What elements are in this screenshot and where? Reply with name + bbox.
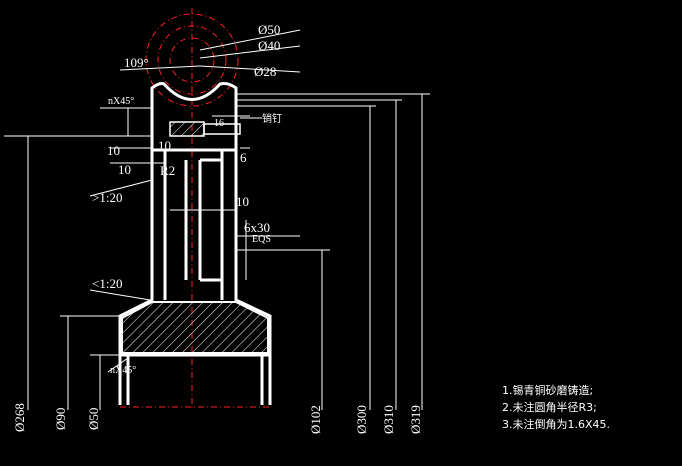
dim-d28: Ø28 xyxy=(254,64,276,79)
note-2: 2.未注圆角半径R3; xyxy=(502,401,597,414)
pin-hatch xyxy=(169,121,205,137)
dim-d319: Ø319 xyxy=(408,405,423,434)
dim-ten-b: 10 xyxy=(118,162,131,177)
note-3: 3.未注倒角为1.6X45. xyxy=(502,418,611,431)
leader-d28 xyxy=(199,65,301,73)
leader-chamfer-bottom xyxy=(107,357,129,373)
note-1: 1.锡青铜砂磨铸造; xyxy=(502,384,594,397)
dim-radius: R2 xyxy=(160,163,175,178)
dimension-lines xyxy=(4,29,430,410)
dim-d300: Ø300 xyxy=(354,405,369,434)
dim-taper-top: >1:20 xyxy=(92,190,122,205)
leader-angle xyxy=(119,65,201,71)
web-slot-caps xyxy=(200,158,222,282)
part-outline xyxy=(118,82,272,405)
leader-d40 xyxy=(199,45,301,59)
dim-sixteen: 16 xyxy=(214,118,224,129)
hub-hatch xyxy=(121,301,269,354)
dim-d102: Ø102 xyxy=(308,405,323,434)
dim-ten-c: 10 xyxy=(158,138,171,153)
dim-d50-bottom: Ø50 xyxy=(86,408,101,430)
leader-d50 xyxy=(199,29,301,51)
dim-chamfer-top: nX45° xyxy=(108,96,134,107)
dim-d50: Ø50 xyxy=(258,22,280,37)
hub-upper xyxy=(150,108,238,152)
circle-d50 xyxy=(145,13,239,107)
dim-d268: Ø268 xyxy=(12,403,27,432)
dim-d310: Ø310 xyxy=(381,405,396,434)
dim-ten-a: 10 xyxy=(107,143,120,158)
rim-top xyxy=(150,82,238,108)
pin-label: 销钉 xyxy=(262,112,282,125)
leader-taper-top xyxy=(89,179,153,197)
bore-sides xyxy=(126,355,264,405)
dim-chamfer-bottom: nX45° xyxy=(110,365,136,376)
web-slot xyxy=(184,160,202,280)
dim-d40: Ø40 xyxy=(258,38,280,53)
web-left xyxy=(118,150,154,405)
dim-taper-bottom: <1:20 xyxy=(92,276,122,291)
dim-angle: 109° xyxy=(124,55,149,70)
leader-taper-bottom xyxy=(89,289,151,301)
dim-d90: Ø90 xyxy=(53,408,68,430)
dim-key: 6x30 xyxy=(244,220,270,235)
dim-key-sub: EQS xyxy=(252,234,271,245)
dim-six: 6 xyxy=(240,150,247,165)
circle-d28 xyxy=(169,37,215,83)
pin-hole xyxy=(203,123,241,135)
dim-ten-right: 10 xyxy=(236,194,249,209)
web-right xyxy=(234,150,272,405)
